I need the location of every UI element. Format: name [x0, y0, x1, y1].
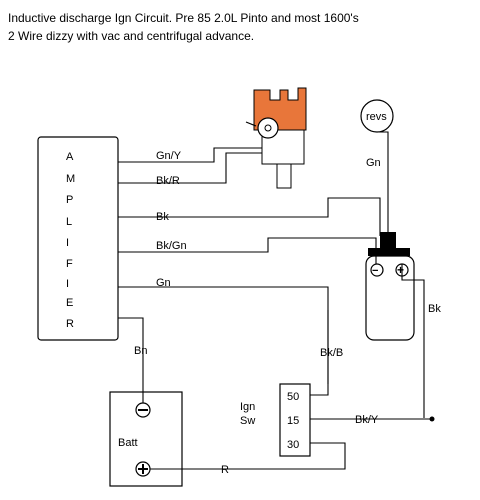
amplifier-letter: L [66, 216, 72, 228]
vacuum-pipe [245, 121, 257, 127]
wire-bk-b [310, 310, 329, 396]
wire-bk-r [118, 152, 262, 184]
amplifier-letter: P [66, 194, 73, 206]
amplifier-letter: M [66, 173, 75, 185]
wire-gn-tach [377, 131, 389, 232]
amplifier-box [37, 136, 119, 341]
amplifier-letter: I [66, 278, 69, 290]
label-bn: Bn [134, 345, 147, 357]
label-gn-tach: Gn [366, 157, 381, 169]
title-line-1: Inductive discharge Ign Circuit. Pre 85 … [8, 11, 359, 25]
label-bk-gn: Bk/Gn [156, 240, 187, 252]
wire-bk [118, 197, 381, 236]
amplifier-letter: E [66, 297, 73, 309]
amplifier-letter: R [66, 318, 74, 330]
amplifier-letter: F [66, 258, 73, 270]
battery-label: Batt [118, 437, 138, 449]
tachometer-label: revs [366, 111, 387, 123]
wiring [118, 131, 432, 470]
coil-negative-symbol: − [372, 265, 378, 277]
wire-r [150, 442, 346, 470]
title-line-2: 2 Wire dizzy with vac and centrifugal ad… [8, 29, 254, 43]
label-bk-r: Bk/R [156, 175, 180, 187]
coil-cap [368, 248, 410, 256]
wire-bk-coil [401, 264, 425, 418]
ignition-switch-terminal-15: 15 [287, 415, 299, 427]
ignition-switch-box [279, 383, 311, 457]
distributor-shaft [276, 163, 292, 189]
ignition-switch-terminal-30: 30 [287, 439, 299, 451]
vacuum-advance-hub [264, 124, 272, 132]
ignition-coil: − + [365, 232, 415, 341]
ignition-switch-label-line1: Ign [240, 401, 255, 413]
coil-positive-symbol: + [397, 263, 404, 277]
label-bk: Bk [156, 211, 169, 223]
junction-dot [429, 416, 435, 422]
amplifier-letter: I [66, 237, 69, 249]
distributor [245, 87, 307, 189]
ignition-switch-terminal-50: 50 [287, 391, 299, 403]
coil-tower [380, 232, 396, 252]
wire-gn [118, 286, 329, 384]
label-bk-b: Bk/B [320, 347, 343, 359]
label-bk-coil: Bk [428, 303, 441, 315]
wire-bk-gn [118, 237, 377, 264]
wire-gn-y [118, 147, 262, 163]
ignition-switch-label-line2: Sw [240, 415, 255, 427]
amplifier-label: A M P L I F I E R [66, 151, 75, 330]
amplifier-letter: A [66, 151, 74, 163]
coil-negative-terminal [370, 263, 384, 277]
wire-bn [118, 317, 144, 403]
label-gn-y: Gn/Y [156, 150, 182, 162]
label-r: R [221, 464, 229, 476]
label-bk-y: Bk/Y [355, 414, 379, 426]
label-gn: Gn [156, 277, 171, 289]
